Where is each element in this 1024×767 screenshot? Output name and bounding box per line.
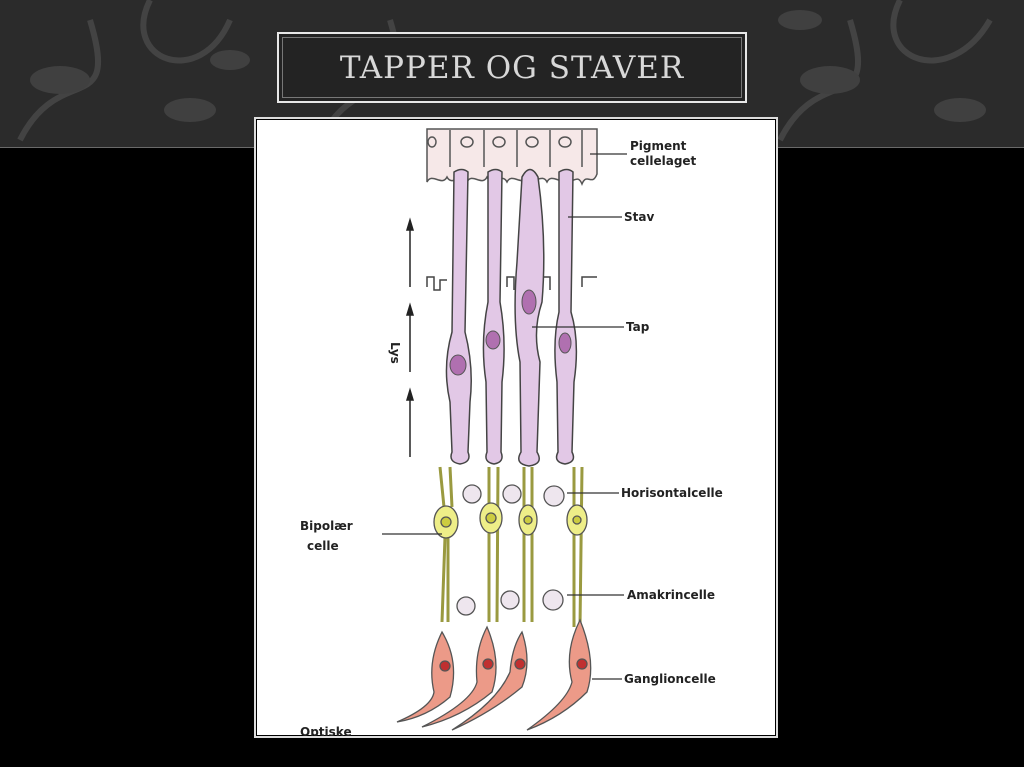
slide-title: TAPPER OG STAVER: [339, 49, 685, 86]
label-horizontal-cell: Horisontalcelle: [621, 486, 723, 500]
ganglion-cells: [396, 618, 592, 731]
membrane-line: [426, 276, 597, 291]
label-light: Lys: [388, 342, 402, 364]
label-pigment: Pigment: [630, 139, 687, 153]
label-pigment-2: cellelaget: [630, 154, 697, 168]
label-optic: Optiske: [300, 725, 352, 736]
light-arrows: [405, 217, 415, 457]
amacrine-cells: [456, 589, 564, 616]
leader-lines: [382, 153, 627, 680]
photoreceptor-nuclei: [449, 289, 572, 376]
bipolar-cells: [433, 466, 588, 628]
retina-diagram: Lys Pigment cellelaget Stav Tap Horisont…: [254, 117, 778, 738]
pigment-layer: [426, 128, 598, 186]
label-ganglion-cell: Ganglioncelle: [624, 672, 716, 686]
title-box: TAPPER OG STAVER: [277, 32, 747, 103]
label-rod: Stav: [624, 210, 654, 224]
photoreceptors: [445, 168, 578, 467]
horizontal-cells: [462, 484, 565, 507]
label-bipolar-2: celle: [307, 539, 339, 553]
label-bipolar: Bipolær: [300, 519, 353, 533]
label-cone: Tap: [626, 320, 650, 334]
label-amacrine-cell: Amakrincelle: [627, 588, 715, 602]
